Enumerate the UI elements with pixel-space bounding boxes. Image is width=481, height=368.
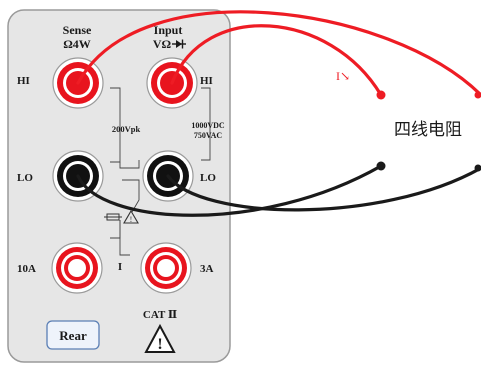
resistor-terminal-red-1 (376, 90, 386, 100)
svg-text:!: ! (157, 336, 162, 353)
current-flow-label: I↘ (336, 69, 350, 83)
sense-subtitle: Ω4W (63, 37, 91, 51)
label-10a: 10A (17, 263, 36, 275)
resistor-terminal-black-1 (376, 161, 386, 171)
cat-label: CAT Ⅱ (143, 309, 177, 321)
jack-3a[interactable] (140, 242, 192, 294)
current-i-label: I (118, 261, 122, 273)
input-title: Input (154, 23, 183, 37)
diode-icon (172, 39, 186, 49)
resistor-terminal-red-2 (474, 91, 481, 99)
black-wire-input (166, 166, 481, 212)
hi-left-label: HI (17, 75, 30, 87)
front-panel (7, 9, 231, 363)
red-wire-sense (76, 10, 481, 97)
input-subtitle: VΩ (153, 37, 172, 51)
terminal-brackets (110, 87, 211, 256)
sense-title: Sense (63, 23, 92, 37)
black-wire-sense (76, 164, 383, 217)
resistor-terminal-black-2 (474, 164, 481, 172)
input-rating-dc: 1000VDC (191, 121, 225, 130)
rear-button-label: Rear (59, 328, 87, 343)
fuse-icon (104, 213, 122, 221)
small-warning-icon: ! (123, 209, 139, 224)
lo-left-label: LO (17, 172, 33, 184)
resistor-label: 四线电阻 (394, 120, 462, 140)
warning-icon: ! (144, 323, 176, 353)
red-wire-input (170, 24, 383, 97)
input-rating-ac: 750VAC (194, 131, 223, 140)
hi-right-label: HI (200, 75, 213, 87)
rear-button[interactable]: Rear (46, 320, 100, 350)
label-3a: 3A (200, 263, 214, 275)
lo-right-label: LO (200, 172, 216, 184)
sense-rating: 200Vpk (112, 124, 141, 134)
svg-text:!: ! (130, 215, 133, 224)
input-hi-jack[interactable] (146, 57, 198, 109)
jack-10a[interactable] (51, 242, 103, 294)
